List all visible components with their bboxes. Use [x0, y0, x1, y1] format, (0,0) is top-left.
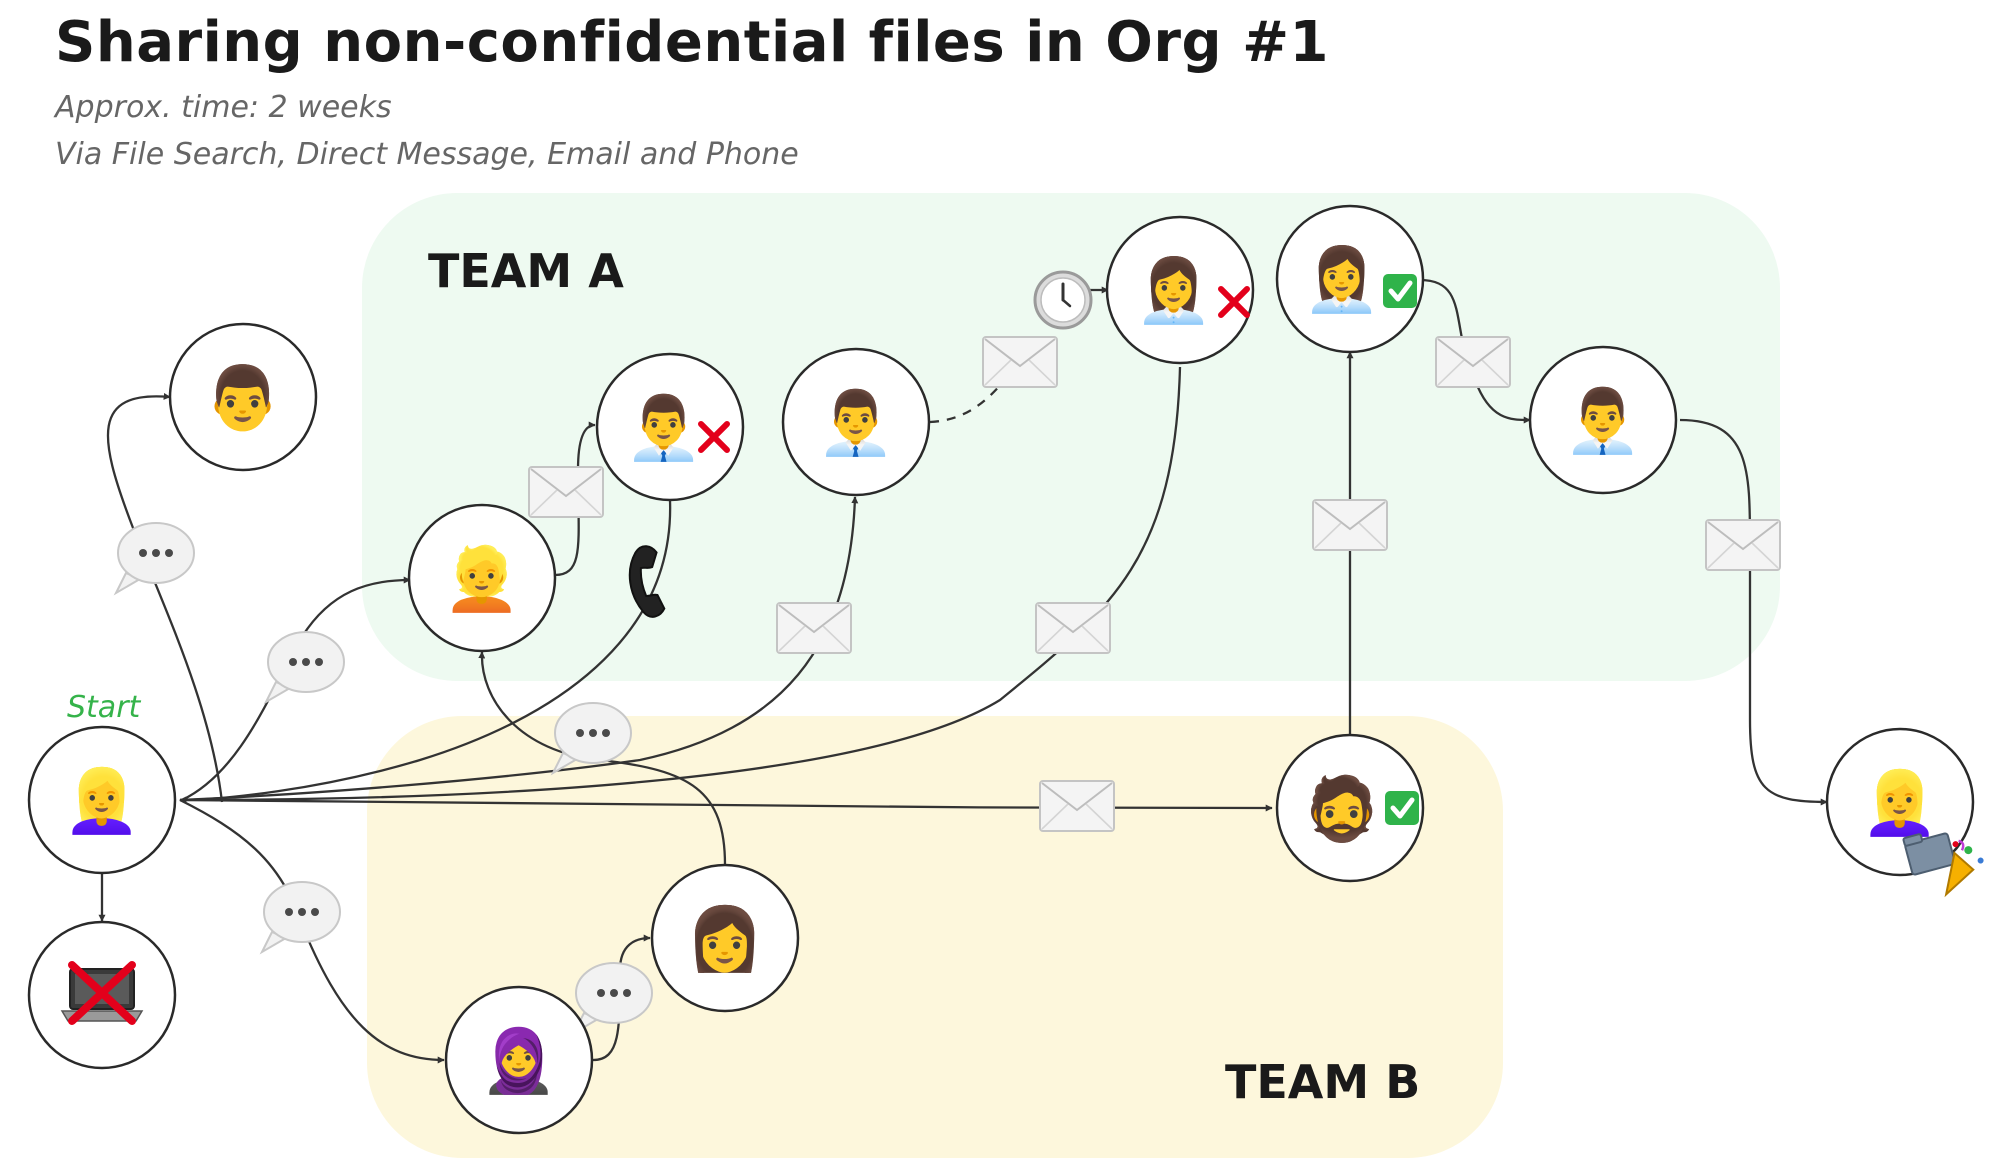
approved-check-icon — [1385, 791, 1419, 825]
envelope-icon — [1312, 499, 1388, 551]
nodes: 👱‍♀️ Start 👨 👱 👨‍💼 — [27, 204, 1990, 1135]
envelope-icon — [776, 602, 852, 654]
office-man-node[interactable]: 👨‍💼 — [781, 347, 931, 497]
woman-blond-hair-icon: 👱‍♀️ — [63, 764, 140, 837]
envelope-icon — [1035, 602, 1111, 654]
laptop-node[interactable] — [27, 920, 177, 1070]
party-popper-icon — [1944, 839, 1984, 898]
office-worker-man-icon: 👨‍💼 — [1564, 384, 1641, 457]
bearded-man-approved-node[interactable]: 🧔 — [1275, 733, 1425, 883]
page-title: Sharing non-confidential files in Org #1 — [55, 10, 1329, 75]
end-node[interactable]: 👱‍♀️ — [1825, 727, 1990, 898]
team-b-zone — [367, 716, 1503, 1158]
man-beard-icon: 🧔 — [1303, 771, 1380, 845]
team-a-zone — [362, 193, 1780, 681]
envelope-icon — [1705, 519, 1781, 571]
office-man-rejected-node[interactable]: 👨‍💼 — [595, 352, 745, 502]
office-worker-man-icon: 👨‍💼 — [625, 391, 702, 464]
chat-bubble-icon — [115, 522, 195, 594]
office-worker-woman-icon: 👩‍💼 — [1303, 243, 1380, 316]
approx-time: Approx. time: 2 weeks — [55, 90, 392, 125]
laptop-crossed-icon — [60, 961, 144, 1025]
man-icon: 👨 — [204, 361, 281, 434]
blond-person-icon: 👱 — [443, 541, 520, 615]
woman-headscarf-icon: 🧕 — [480, 1024, 557, 1098]
telephone-receiver-icon — [628, 545, 666, 618]
envelope-icon — [1039, 780, 1115, 832]
envelope-icon — [982, 336, 1058, 388]
clock-icon — [1033, 270, 1093, 330]
folder-icon — [1902, 832, 1956, 876]
start-node[interactable]: 👱‍♀️ — [27, 725, 177, 875]
blond-person-node[interactable]: 👱 — [407, 503, 557, 653]
start-label: Start — [67, 690, 142, 725]
woman-ponytail-node[interactable]: 👩 — [650, 863, 800, 1013]
edge-office-woman-rejected-to-start — [179, 366, 1182, 804]
team-a-label: TEAM A — [428, 244, 624, 298]
office-woman-rejected-node[interactable]: 👩‍💼 — [1105, 215, 1255, 365]
channels-subtitle: Via File Search, Direct Message, Email a… — [55, 137, 799, 172]
office-man-right-node[interactable]: 👨‍💼 — [1528, 345, 1678, 495]
chat-bubble-icon — [265, 631, 345, 703]
team-b-label: TEAM B — [1225, 1055, 1420, 1109]
woman-blond-hair-icon: 👱‍♀️ — [1861, 766, 1938, 839]
edge-icons — [115, 270, 1781, 1034]
edge-start-top-left-man — [106, 392, 224, 803]
woman-headscarf-node[interactable]: 🧕 — [444, 985, 594, 1135]
top-left-man-node[interactable]: 👨 — [168, 322, 318, 472]
office-woman-approved-node[interactable]: 👩‍💼 — [1275, 204, 1425, 354]
approved-check-icon — [1383, 274, 1417, 308]
envelope-icon — [1435, 336, 1511, 388]
office-worker-man-icon: 👨‍💼 — [817, 386, 894, 459]
woman-ponytail-icon: 👩 — [686, 902, 763, 975]
envelope-icon — [528, 466, 604, 518]
chat-bubble-icon — [261, 881, 341, 953]
office-worker-woman-icon: 👩‍💼 — [1135, 254, 1212, 327]
